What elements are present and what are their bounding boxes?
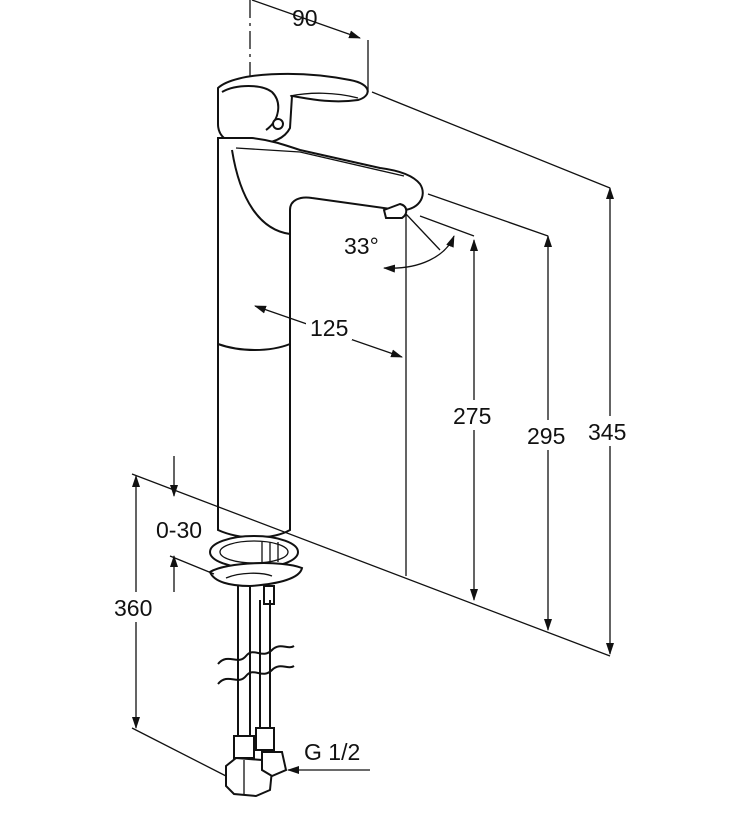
dimension-spout-angle: 33° — [344, 213, 455, 576]
handle-screw-icon — [272, 118, 284, 130]
dimension-label-295: 295 — [527, 423, 565, 449]
dimension-label-0-30: 0-30 — [156, 517, 202, 543]
dimension-label-125: 125 — [310, 315, 348, 341]
dimension-label-345: 345 — [588, 419, 626, 445]
dimension-label-33-deg: 33° — [344, 233, 379, 259]
dimension-spout-height: 275 — [452, 239, 496, 601]
dimension-top-width: 90 — [251, 0, 369, 92]
callout-thread-size: G 1/2 — [287, 739, 370, 774]
deck-mounting — [208, 535, 304, 605]
dimension-total-height: 345 — [586, 187, 630, 655]
extension-lines — [131, 91, 611, 777]
dimension-label-360: 360 — [114, 595, 152, 621]
supply-hoses — [217, 586, 295, 798]
lever-handle — [217, 72, 369, 146]
faucet-body — [217, 137, 424, 539]
dimension-label-275: 275 — [453, 403, 491, 429]
callout-label-g-1-2: G 1/2 — [304, 739, 360, 765]
dimension-aerator-height: 295 — [526, 235, 570, 631]
dimension-deck-thickness: 0-30 — [156, 456, 215, 592]
dimension-hose-length: 360 — [112, 475, 158, 729]
dimension-spout-reach: 125 — [254, 305, 403, 358]
dimension-label-90: 90 — [292, 5, 318, 31]
